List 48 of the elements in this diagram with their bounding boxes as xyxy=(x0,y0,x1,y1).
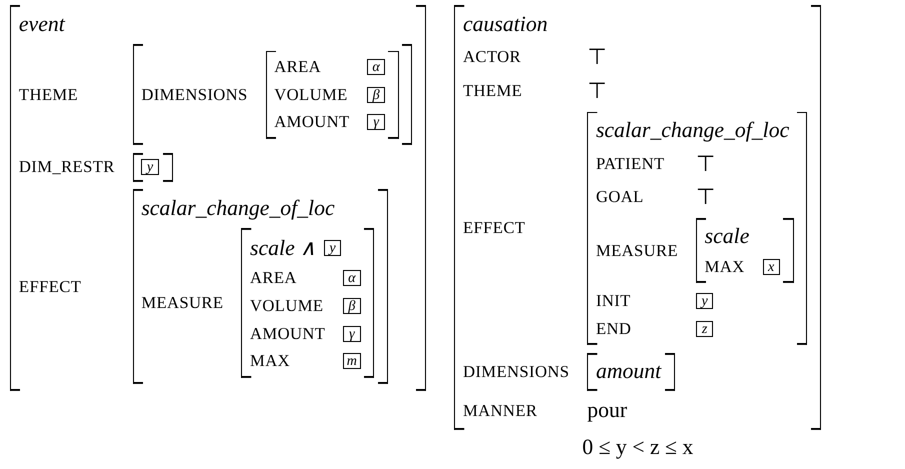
feature-name: MEASURE xyxy=(596,240,678,261)
feature-name: MAX xyxy=(250,351,290,372)
coreference-tag: α xyxy=(367,58,385,75)
coreference-tag: y xyxy=(324,240,342,256)
coreference-tag: γ xyxy=(343,326,361,342)
feature-name: THEME xyxy=(462,80,522,101)
feature-name: AMOUNT xyxy=(250,324,326,344)
feature-name: EFFECT xyxy=(462,218,526,238)
feature-name: VOLUME xyxy=(274,84,348,105)
feature-name: AREA xyxy=(274,56,322,77)
feature-name: PATIENT xyxy=(596,154,665,174)
constraint-formula: 0 ≤ y < z ≤ x xyxy=(582,434,694,460)
feature-name: END xyxy=(596,318,632,339)
coreference-tag: m xyxy=(343,353,361,370)
feature-name: MANNER xyxy=(462,400,538,421)
feature-name: DIM_RESTR xyxy=(18,157,115,178)
value-text: pour xyxy=(587,398,628,424)
feature-name: AREA xyxy=(250,268,297,288)
feature-name: INIT xyxy=(596,291,631,312)
feature-name: THEME xyxy=(18,84,78,105)
coreference-tag: y xyxy=(141,159,159,176)
type-label: scalar_change_of_loc xyxy=(141,196,335,221)
feature-name: ACTOR xyxy=(462,47,521,68)
value-text: ⊤ xyxy=(587,44,606,70)
feature-name: VOLUME xyxy=(250,296,324,316)
feature-name: MEASURE xyxy=(141,293,224,314)
type-label: scale xyxy=(704,224,750,250)
type-label: scale ∧ xyxy=(250,234,316,261)
feature-name: GOAL xyxy=(596,187,644,208)
value-text: ⊤ xyxy=(587,78,606,104)
value-text: ⊤ xyxy=(696,150,715,177)
coreference-tag: y xyxy=(696,293,714,310)
coreference-tag: γ xyxy=(367,114,385,130)
coreference-tag: β xyxy=(343,298,361,314)
value-text: ⊤ xyxy=(696,184,715,210)
feature-name: EFFECT xyxy=(18,276,82,297)
type-label: scalar_change_of_loc xyxy=(596,118,790,143)
type-label: amount xyxy=(596,359,662,384)
feature-name: MAX xyxy=(704,256,745,277)
feature-name: AMOUNT xyxy=(274,112,350,132)
coreference-tag: α xyxy=(343,270,361,286)
coreference-tag: z xyxy=(696,320,714,337)
type-label: causation xyxy=(462,12,548,36)
coreference-tag: x xyxy=(762,258,780,276)
type-label: event xyxy=(18,12,65,36)
feature-name: DIMENSIONS xyxy=(141,84,248,105)
coreference-tag: β xyxy=(367,86,385,103)
feature-name: DIMENSIONS xyxy=(462,362,570,382)
